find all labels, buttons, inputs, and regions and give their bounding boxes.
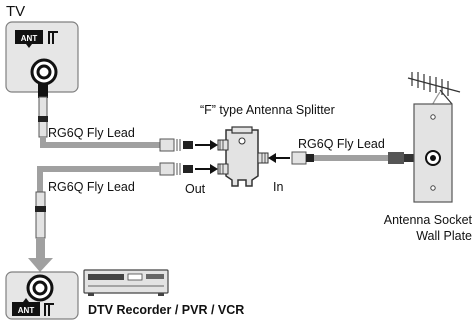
splitter-label: “F” type Antenna Splitter xyxy=(200,103,335,117)
recorder-coax-socket-icon xyxy=(26,274,54,302)
tv-lead-label: RG6Q Fly Lead xyxy=(48,126,135,140)
antenna-wall-plate xyxy=(413,103,453,203)
in-port-label: In xyxy=(273,180,283,194)
wall-plate-label-2: Wall Plate xyxy=(416,229,472,243)
arrow-icon xyxy=(268,153,290,163)
recorder-antenna-panel: ANT xyxy=(5,271,79,320)
tv-label: TV xyxy=(6,3,25,20)
recorder-lead-label: RG6Q Fly Lead xyxy=(48,180,135,194)
arrow-icon xyxy=(195,164,218,174)
tv-coax-socket-icon xyxy=(30,58,58,86)
arrow-icon xyxy=(195,140,218,150)
tv-ant-badge: ANT xyxy=(21,34,38,43)
recorder-fly-lead xyxy=(28,162,193,272)
wall-fly-lead xyxy=(291,151,416,165)
antenna-splitter xyxy=(217,126,269,187)
recorder-ant-terminal-icon: ANT xyxy=(12,298,54,316)
tv-antenna-panel: ANT xyxy=(5,21,79,93)
tv-fly-lead xyxy=(38,84,193,152)
recorder-icon xyxy=(83,269,169,296)
tv-ant-terminal-icon: ANT xyxy=(15,30,58,48)
recorder-ant-badge: ANT xyxy=(18,306,35,315)
recorder-label: DTV Recorder / PVR / VCR xyxy=(88,303,244,317)
wall-coax-socket-icon xyxy=(425,150,441,166)
out-port-label: Out xyxy=(185,182,206,196)
wall-lead-label: RG6Q Fly Lead xyxy=(298,137,385,151)
wall-plate-label-1: Antenna Socket xyxy=(384,213,473,227)
